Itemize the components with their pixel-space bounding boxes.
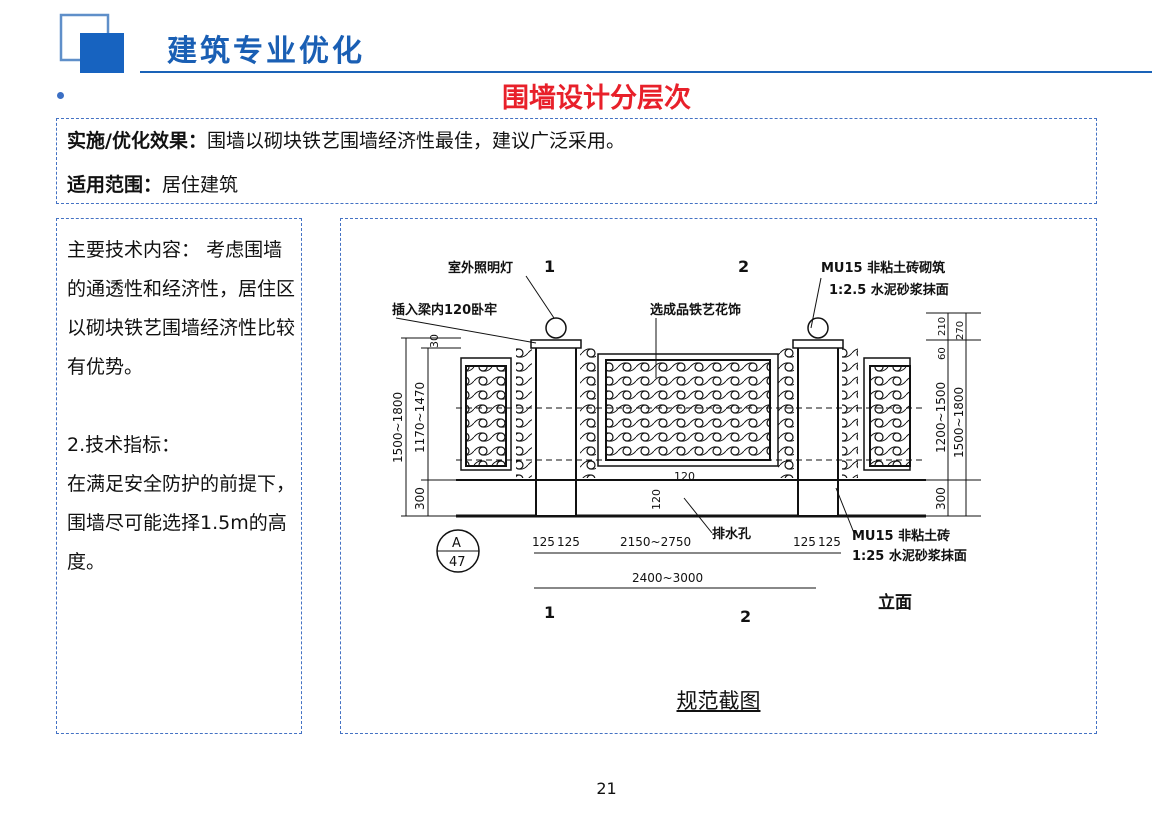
dim-120-horizontal: 120 xyxy=(674,470,695,483)
tech-content: 主要技术内容： 考虑围墙的通透性和经济性，居住区以砌块铁艺围墙经济性比较有优势。… xyxy=(67,231,297,582)
label-mu15-top-1: MU15 非粘土砖砌筑 xyxy=(821,260,945,276)
dim-1200-1500: 1200~1500 xyxy=(934,382,948,453)
bullet-dot-icon xyxy=(57,92,64,99)
label-mu15-top-2: 1:2.5 水泥砂浆抹面 xyxy=(829,282,949,298)
dim-2400-3000: 2400~3000 xyxy=(632,571,703,585)
dim-2150-2750: 2150~2750 xyxy=(620,535,691,549)
dim-300-right: 300 xyxy=(934,487,948,510)
logo-icon xyxy=(59,13,124,73)
dim-1500-1800-right: 1500~1800 xyxy=(952,387,966,458)
dim-125-b: 125 xyxy=(557,535,580,549)
scope-text: 居住建筑 xyxy=(162,174,239,196)
label-mu15-bot-2: 1:25 水泥砂浆抹面 xyxy=(852,548,967,564)
header-title: 建筑专业优化 xyxy=(167,34,365,69)
label-beam: 插入梁内120卧牢 xyxy=(392,302,497,318)
dim-125-d: 125 xyxy=(818,535,841,549)
dim-60: 60 xyxy=(937,347,948,360)
label-light: 室外照明灯 xyxy=(448,260,513,276)
section-mark-2-bottom: 2 xyxy=(740,607,751,626)
drawing-caption: 规范截图 xyxy=(676,689,761,713)
effect-line: 实施/优化效果：围墙以砌块铁艺围墙经济性最佳，建议广泛采用。 xyxy=(67,126,625,153)
dim-1170-1470: 1170~1470 xyxy=(413,382,427,453)
section-mark-1-bottom: 1 xyxy=(544,603,555,622)
indicator-label: 2.技术指标： xyxy=(67,434,181,456)
main-content-label: 主要技术内容： xyxy=(67,239,201,261)
effect-label: 实施/优化效果： xyxy=(67,130,207,152)
tech-content-box: 主要技术内容： 考虑围墙的通透性和经济性，居住区以砌块铁艺围墙经济性比较有优势。… xyxy=(56,218,302,734)
dim-1500-1800-left: 1500~1800 xyxy=(391,392,405,463)
main-content-text: 考虑围墙的通透性和经济性，居住区以砌块铁艺围墙经济性比较有优势。 xyxy=(67,239,296,378)
fence-elevation-drawing: 30 1170~1470 1500~1800 300 210 270 60 12… xyxy=(391,257,981,626)
label-elevation: 立面 xyxy=(878,592,912,613)
dim-300-left: 300 xyxy=(413,487,427,510)
section-mark-1-top: 1 xyxy=(544,257,555,276)
effect-box: 实施/优化效果：围墙以砌块铁艺围墙经济性最佳，建议广泛采用。 适用范围：居住建筑 xyxy=(56,118,1097,204)
header-divider xyxy=(140,71,1152,73)
dim-125-a: 125 xyxy=(532,535,555,549)
page-number: 21 xyxy=(596,779,617,798)
section-mark-2-top: 2 xyxy=(738,257,749,276)
dim-120-vertical: 120 xyxy=(650,489,663,510)
detail-letter: A xyxy=(452,536,461,551)
dim-30: 30 xyxy=(428,334,441,348)
section-title: 围墙设计分层次 xyxy=(502,83,691,114)
indicator-text: 在满足安全防护的前提下，围墙尽可能选择1.5m的高度。 xyxy=(67,473,296,573)
dim-210: 210 xyxy=(937,317,948,336)
dim-125-c: 125 xyxy=(793,535,816,549)
label-iron: 选成品铁艺花饰 xyxy=(650,302,741,318)
main-content-paragraph: 主要技术内容： 考虑围墙的通透性和经济性，居住区以砌块铁艺围墙经济性比较有优势。 xyxy=(67,231,297,387)
scope-line: 适用范围：居住建筑 xyxy=(67,170,238,197)
label-drain: 排水孔 xyxy=(712,526,751,542)
detail-number: 47 xyxy=(449,555,466,570)
label-mu15-bot-1: MU15 非粘土砖 xyxy=(852,528,950,544)
scope-label: 适用范围： xyxy=(67,174,163,196)
drawing-box xyxy=(340,218,1097,734)
effect-text: 围墙以砌块铁艺围墙经济性最佳，建议广泛采用。 xyxy=(206,130,625,152)
dim-270: 270 xyxy=(955,321,966,340)
